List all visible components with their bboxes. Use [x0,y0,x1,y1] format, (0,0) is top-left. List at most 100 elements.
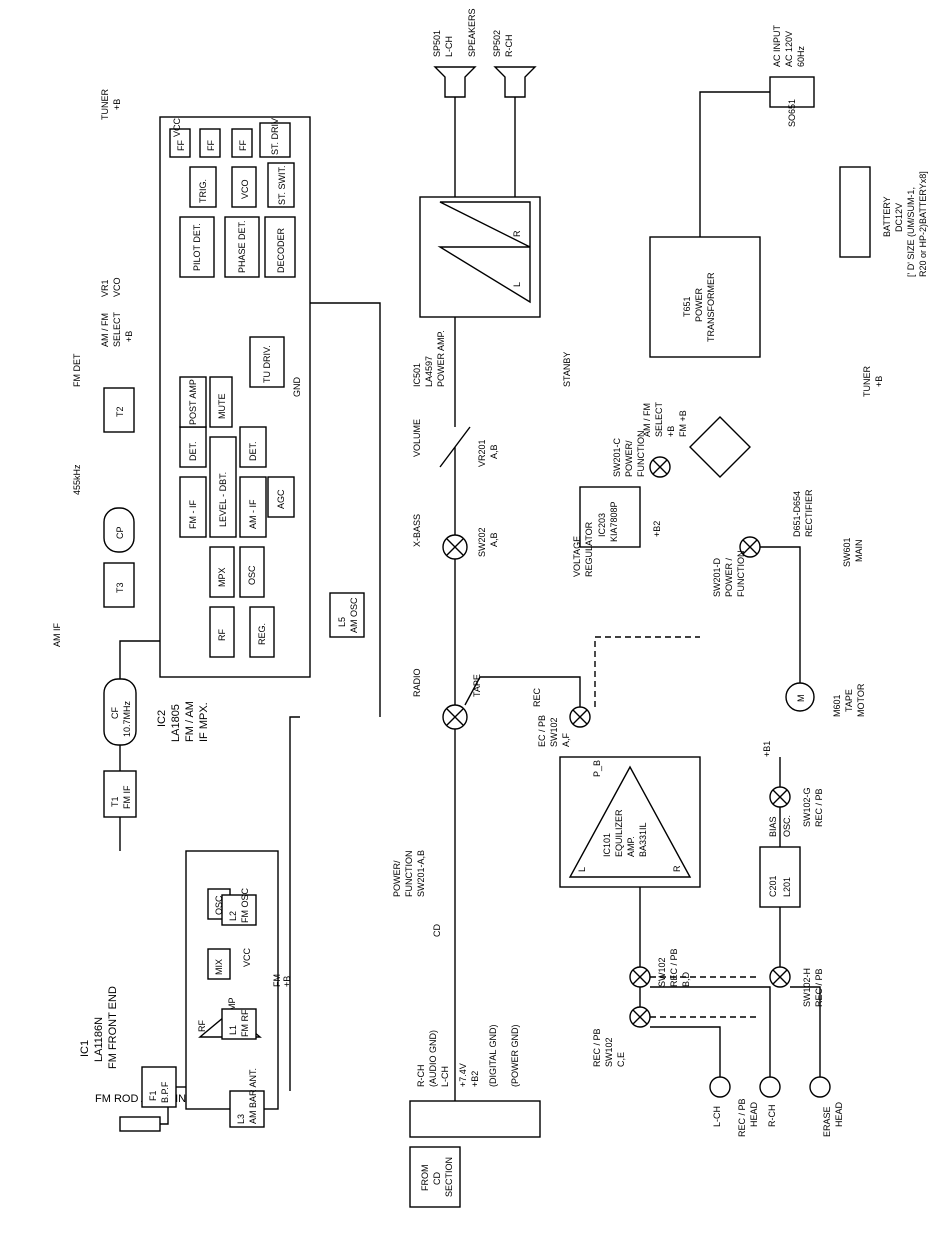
svg-text:SW201-D: SW201-D [712,557,722,597]
ic2-tu-driv-block [249,336,285,388]
ic2-part: LA1805 [170,704,182,742]
svg-text:AM - IF: AM - IF [248,499,258,529]
fm-front-end-section: FM ROD ANTENNA F1 B.P.F IC1 LA1186N FM F… [79,640,300,1132]
svg-text:POWER AMP.: POWER AMP. [436,330,446,387]
svg-text:+B: +B [112,99,122,110]
svg-text:AGC: AGC [276,489,286,509]
svg-text:FM +B: FM +B [678,410,688,437]
svg-text:VR1: VR1 [100,279,110,297]
svg-text:SW102: SW102 [549,717,559,747]
svg-text:DET.: DET. [188,441,198,461]
svg-text:L201: L201 [782,877,792,897]
svg-text:LEVEL - DBT.: LEVEL - DBT. [218,472,228,527]
svg-text:RECTIFIER: RECTIFIER [804,489,814,537]
svg-text:+B: +B [124,331,134,342]
svg-text:L: L [577,867,587,872]
erase-head-icon [809,1076,831,1098]
l2-fm-osc-block [221,894,257,926]
svg-text:FUNCTION: FUNCTION [636,431,646,478]
svg-text:VCC: VCC [242,947,252,967]
svg-text:ST. DRIV: ST. DRIV [270,118,280,155]
svg-text:CP: CP [115,526,125,539]
svg-text:SW201-C: SW201-C [612,437,622,477]
svg-text:POWER/: POWER/ [392,860,402,897]
svg-text:60Hz: 60Hz [796,45,806,67]
svg-text:POWER/: POWER/ [624,440,634,477]
svg-text:A,B: A,B [489,532,499,547]
svg-text:EQUILIZER: EQUILIZER [614,809,624,857]
svg-text:L: L [512,282,522,287]
ic2-section: IC2 LA1805 FM / AM IF MPX. RF MPX OSC RE… [52,89,381,742]
ic2-st-driv-block [259,122,291,158]
svg-text:FM RF: FM RF [240,1009,250,1037]
svg-text:KIA7808P: KIA7808P [609,501,619,542]
svg-text:IF MPX.: IF MPX. [198,702,210,742]
svg-text:AM / FM: AM / FM [642,403,652,437]
svg-text:TRIG.: TRIG. [198,179,208,203]
l1-fm-rf-block [221,1008,257,1040]
svg-text:GND: GND [292,377,302,398]
svg-text:(POWER GND): (POWER GND) [510,1025,520,1088]
svg-text:L5: L5 [337,617,347,627]
t3-block [103,562,135,608]
svg-text:SECTION: SECTION [444,1157,454,1197]
svg-text:M601: M601 [832,694,842,717]
svg-text:VCO: VCO [240,179,250,199]
ic501-power-amp-block [419,196,541,318]
svg-text:+7.4V: +7.4V [458,1063,468,1087]
svg-text:BATTERY: BATTERY [882,196,892,237]
ic2-ff1-block [169,128,191,158]
vr201-volume-icon [439,426,471,468]
svg-text:FM / AM: FM / AM [184,701,196,742]
svg-text:FM OSC: FM OSC [240,888,250,923]
svg-text:X-BASS: X-BASS [412,514,422,547]
svg-text:TAPE: TAPE [472,674,482,697]
ic2-mute-block [209,376,233,428]
svg-text:RADIO: RADIO [412,668,422,697]
svg-text:REC / PB: REC / PB [814,968,824,1007]
svg-text:[' D' SIZE (UM/SUM-1,: [' D' SIZE (UM/SUM-1, [906,187,916,277]
rectifier-icon [689,416,751,478]
svg-text:AC INPUT: AC INPUT [772,24,782,67]
svg-text:VCC: VCC [172,117,182,137]
ic2-ref: IC2 [156,710,168,727]
ic1-desc: FM FRONT END [107,986,119,1069]
svg-text:REC / PB: REC / PB [814,788,824,827]
svg-text:MIX: MIX [214,959,224,975]
svg-text:IC203: IC203 [597,513,607,537]
svg-text:A,F: A,F [561,732,571,747]
svg-text:T2: T2 [115,406,125,417]
svg-text:C,E: C,E [616,1052,626,1067]
tape-section: IC101 EQUILIZER AMP. BA331IL L R EC / PB… [464,636,844,1137]
svg-text:455kHz: 455kHz [72,464,82,495]
bpf-label: B.P.F [160,1081,170,1103]
ic2-osc-block [239,546,265,598]
svg-text:SW102-G: SW102-G [802,787,812,827]
svg-text:REC / PB: REC / PB [737,1098,747,1137]
svg-text:SELECT: SELECT [654,401,664,437]
svg-text:VCO: VCO [112,277,122,297]
svg-text:TUNER: TUNER [100,89,110,120]
svg-text:+B2: +B2 [652,521,662,537]
l3-am-bar-ant-block [229,1090,265,1128]
battery-icon [839,166,871,258]
from-cd-section-box [409,1146,461,1208]
ic1-block [185,850,279,1110]
bias-osc-block [759,846,801,908]
svg-text:AM OSC: AM OSC [349,597,359,633]
svg-text:C201: C201 [768,875,778,897]
svg-text:FUNCTION: FUNCTION [404,851,414,898]
ic2-ff2-block [231,128,253,158]
ic2-rf-block [209,606,235,658]
fm-rod-antenna-icon [119,1116,161,1132]
svg-text:AMP.: AMP. [626,836,636,857]
svg-text:AM IF: AM IF [52,622,62,647]
audio-path-section: POWER/ FUNCTION SW201-A,B RADIO TAPE X-B… [392,8,572,897]
svg-text:POWER: POWER [694,287,704,322]
svg-text:SW102: SW102 [657,957,667,987]
svg-text:FROM: FROM [420,1165,430,1192]
ic2-am-if-block [239,476,267,538]
t2-block [103,387,135,433]
ic2-level-dbt-block [209,436,237,538]
